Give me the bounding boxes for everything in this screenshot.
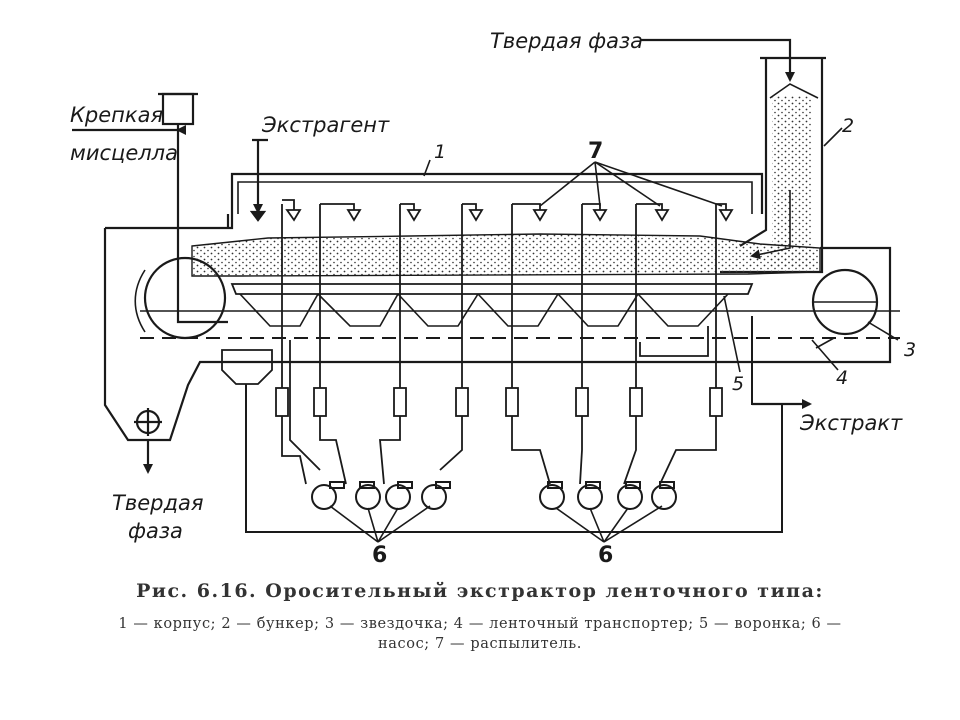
figure-caption-title: Рис. 6.16. Оросительный экстрактор ленто… xyxy=(136,580,824,602)
figure-caption-legend-line2: насос; 7 — распылитель. xyxy=(378,636,582,652)
funnel-tray xyxy=(230,283,754,295)
marker-1: 1 xyxy=(434,141,446,163)
marker-4: 4 xyxy=(836,367,848,389)
return-pipe xyxy=(245,316,783,533)
figure-caption-legend-line1: 1 — корпус; 2 — бункер; 3 — звездочка; 4… xyxy=(118,616,842,632)
circulation-pipes xyxy=(281,204,717,485)
marker-6-left: 6 xyxy=(372,543,387,568)
spray-heads xyxy=(282,199,734,222)
label-solid-phase-in: Твердая фаза xyxy=(490,29,643,53)
marker-2: 2 xyxy=(842,115,854,137)
material-layer xyxy=(191,233,821,277)
label-strong-miscella-2: мисцелла xyxy=(70,141,178,165)
label-extragent: Экстрагент xyxy=(261,113,390,137)
marker-7: 7 xyxy=(588,139,603,164)
label-solid-phase-out-2: фаза xyxy=(128,519,183,543)
housing-body xyxy=(103,172,892,442)
miscella-tank xyxy=(161,92,195,126)
marker-3: 3 xyxy=(904,339,916,361)
marker-6-right: 6 xyxy=(598,543,613,568)
pipe-filters xyxy=(275,387,723,417)
left-drum xyxy=(143,256,227,340)
marker-5: 5 xyxy=(732,373,744,395)
label-solid-phase-out-1: Твердая xyxy=(112,491,203,515)
label-extract: Экстракт xyxy=(799,411,903,435)
pumps xyxy=(311,481,677,510)
label-strong-miscella-1: Крепкая xyxy=(70,103,163,127)
